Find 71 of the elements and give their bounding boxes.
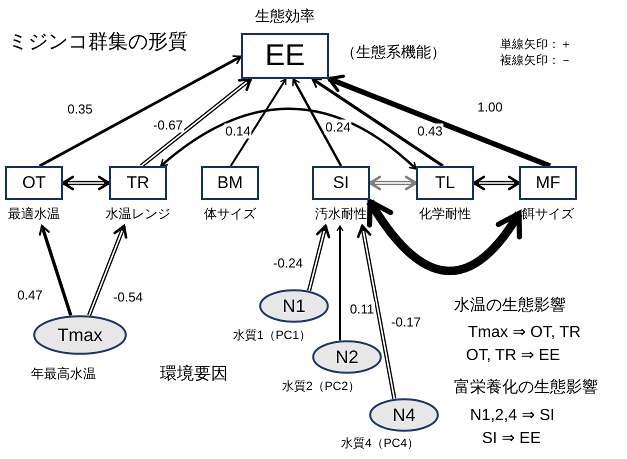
arrow [336,225,344,340]
node-label: OT [22,173,46,193]
edge-label: 0.43 [416,124,444,138]
node-caption: （生態系機能） [341,43,446,62]
variable-box [5,166,63,200]
node-label: Tmax [58,324,102,346]
node-label: N1 [282,296,306,316]
diagram-title: ミジンコ群集の形質 [8,30,188,55]
edge-label: -0.67 [152,118,184,132]
edge-label: -0.17 [390,314,422,330]
arrow [327,74,552,168]
arrow [307,224,330,292]
arrow [472,176,520,190]
ellipse-node [369,398,439,432]
node-label: SI [332,173,350,193]
arrow [312,78,444,168]
node-caption: 年最高水温 [31,365,96,383]
node-caption: 水質1（PC1） [233,327,312,344]
variable-box [416,166,474,200]
edge-label: 0.24 [324,120,352,134]
arrow [160,108,417,170]
edge-label: -0.54 [112,290,144,304]
note-text: N1,2,4 ⇒ SI [470,406,555,425]
node-label: TL [435,173,455,193]
node-caption: 生態効率 [255,7,315,26]
arrow [368,176,418,190]
variable-box [241,33,329,79]
node-caption: 餌サイズ [522,205,574,223]
note-text: 複線矢印：－ [500,52,572,69]
note-text: 環境要因 [160,363,228,385]
note-text: OT, TR ⇒ EE [466,346,560,365]
variable-box [312,166,370,200]
ellipse-node [33,315,127,355]
arrow [38,225,72,316]
note-text: 水温の生態影響 [454,296,566,316]
node-caption: 汚水耐性 [315,205,367,223]
arrow [356,224,396,400]
arrow [87,224,128,316]
node-label: TR [126,173,150,193]
arrow [230,78,287,167]
arrow [38,55,242,168]
edge-label: 1.00 [476,100,504,114]
arrow [366,199,523,275]
node-caption: 水質4（PC4） [341,435,420,452]
edge-label: -0.24 [272,256,304,270]
variable-box [109,166,167,200]
arrow [62,176,110,190]
ellipse-node [259,289,329,323]
note-text: 富栄養化の生態影響 [454,378,598,398]
note-text: SI ⇒ EE [482,429,541,448]
node-label: MF [536,173,560,193]
edge-label: 0.14 [224,124,252,138]
node-caption: 体サイズ [204,205,256,223]
variable-box [519,166,577,200]
node-label: EE [264,39,306,73]
edge-label: 0.47 [16,288,44,302]
ellipse-node [312,340,382,374]
edge-label: 0.35 [66,102,94,116]
node-caption: 化学耐性 [419,205,471,223]
note-text: Tmax ⇒ OT, TR [468,323,581,342]
node-label: N2 [335,346,358,368]
arrow [292,78,342,167]
node-caption: 水温レンジ [106,205,170,223]
node-label: N4 [392,404,416,426]
edge-label: 0.11 [348,302,376,316]
arrow [140,77,252,168]
variable-box [201,166,259,200]
node-caption: 水質2（PC2） [282,378,360,395]
note-text: 単線矢印：＋ [500,36,572,53]
node-label: BM [217,173,243,193]
node-caption: 最適水温 [8,205,60,223]
